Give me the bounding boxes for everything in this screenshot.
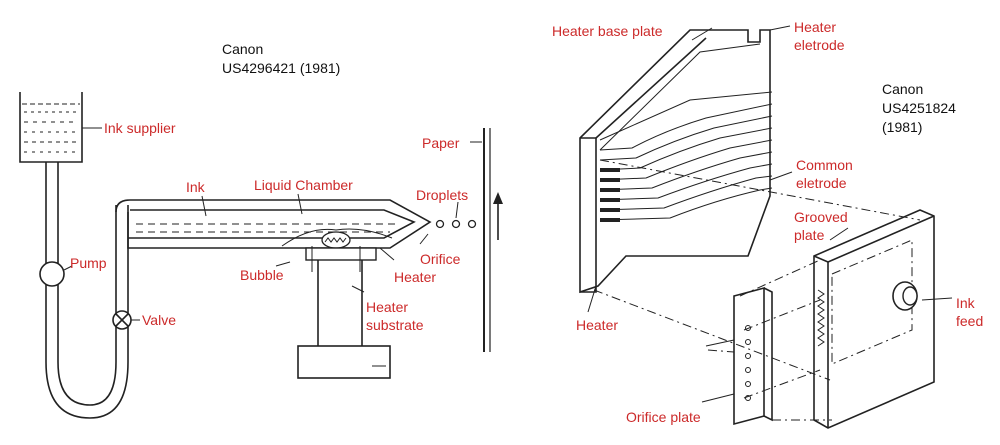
label-heater-substrate-line2: substrate [366, 317, 424, 333]
heater-elements [600, 168, 620, 222]
exploded-printhead-diagram: Canon US4251824 (1981) Heater base plate… [552, 19, 983, 429]
right-caption-patent-line1: US4251824 [882, 100, 956, 116]
label-common-electrode-line1: Common [796, 157, 853, 173]
label-orifice: Orifice [420, 251, 461, 267]
orifice-plate [701, 286, 773, 426]
left-caption-patent: US4296421 (1981) [222, 60, 340, 76]
label-heater-electrode-line1: Heater [794, 19, 836, 35]
ink-supplier-tank [19, 92, 102, 163]
alignment-lines [593, 159, 921, 421]
label-common-electrode-line2: eletrode [796, 175, 847, 191]
label-bubble: Bubble [240, 267, 284, 283]
label-paper: Paper [422, 135, 460, 151]
label-valve: Valve [142, 312, 176, 328]
orifice-holes [745, 325, 751, 401]
ink-feed-port-icon [892, 281, 918, 311]
label-heater: Heater [394, 269, 436, 285]
supply-tube [39, 162, 140, 419]
droplets [419, 201, 477, 245]
label-ink: Ink [186, 179, 206, 195]
label-ink-feed-line2: feed [956, 313, 983, 329]
label-heater-base-plate: Heater base plate [552, 23, 663, 39]
label-ink-supplier: Ink supplier [104, 120, 176, 136]
paper [470, 128, 503, 352]
grooved-plate [813, 209, 953, 429]
label-grooved-plate-line1: Grooved [794, 209, 848, 225]
right-caption-patent-line2: (1981) [882, 119, 922, 135]
label-heater-electrode-line2: eletrode [794, 37, 845, 53]
label-heater-substrate-line1: Heater [366, 299, 408, 315]
paper-feed-arrow-icon [493, 192, 503, 240]
label-heater-right: Heater [576, 317, 618, 333]
right-caption-company: Canon [882, 81, 923, 97]
label-pump: Pump [70, 255, 107, 271]
liquid-chamber [115, 193, 432, 249]
left-caption-company: Canon [222, 41, 263, 57]
label-grooved-plate-line2: plate [794, 227, 825, 243]
heater-assembly [275, 228, 395, 272]
label-ink-feed-line1: Ink [956, 295, 976, 311]
valve-icon [112, 310, 132, 330]
label-droplets: Droplets [416, 187, 468, 203]
heater-base-plate [579, 25, 793, 313]
thermal-inkjet-system-diagram: Canon US4296421 (1981) Ink supplier Pump… [19, 41, 503, 419]
label-liquid-chamber: Liquid Chamber [254, 177, 353, 193]
heater-coil-icon [324, 237, 347, 243]
label-orifice-plate: Orifice plate [626, 409, 701, 425]
heater-substrate [297, 260, 391, 379]
pump-icon [39, 261, 65, 287]
